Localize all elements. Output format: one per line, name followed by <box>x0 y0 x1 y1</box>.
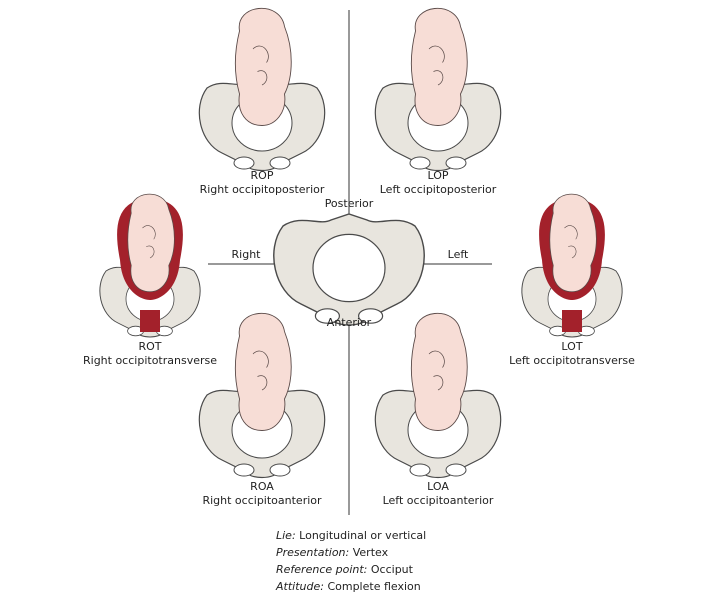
legend-value: Longitudinal or vertical <box>299 529 427 542</box>
legend-term: Presentation: <box>276 546 350 559</box>
legend-term: Reference point: <box>276 563 368 576</box>
left-label: Left <box>447 248 469 261</box>
posterior-label: Posterior <box>324 197 374 210</box>
lop-illustration <box>374 7 502 172</box>
position-abbr: LOP <box>427 169 449 182</box>
rot-illustration <box>99 193 201 338</box>
legend-presentation: Presentation: Vertex <box>276 544 426 561</box>
position-abbr: ROA <box>250 480 274 493</box>
position-abbr: LOA <box>427 480 449 493</box>
position-name: Right occipitoposterior <box>199 183 325 196</box>
position-abbr: ROP <box>250 169 274 182</box>
anterior-label: Anterior <box>326 316 372 329</box>
rop-illustration <box>198 7 326 172</box>
loa-illustration <box>374 312 502 479</box>
position-name: Left occipitoposterior <box>379 183 497 196</box>
position-abbr: LOT <box>561 340 583 353</box>
position-name: Right occipitoanterior <box>202 494 322 507</box>
lot-illustration <box>521 193 623 338</box>
legend-value: Vertex <box>352 546 389 559</box>
center-pelvis <box>273 213 425 326</box>
roa-illustration <box>198 312 326 479</box>
legend-value: Complete flexion <box>327 580 421 593</box>
legend-reference-point: Reference point: Occiput <box>276 561 426 578</box>
legend-value: Occiput <box>370 563 413 576</box>
position-abbr: ROT <box>138 340 162 353</box>
right-label: Right <box>231 248 261 261</box>
position-name: Right occipitotransverse <box>82 354 218 367</box>
position-name: Left occipitoanterior <box>382 494 494 507</box>
position-name: Left occipitotransverse <box>509 354 635 367</box>
legend: Lie: Longitudinal or vertical Presentati… <box>276 527 426 595</box>
legend-term: Attitude: <box>276 580 324 593</box>
legend-term: Lie: <box>276 529 296 542</box>
legend-lie: Lie: Longitudinal or vertical <box>276 527 426 544</box>
legend-attitude: Attitude: Complete flexion <box>276 578 426 595</box>
